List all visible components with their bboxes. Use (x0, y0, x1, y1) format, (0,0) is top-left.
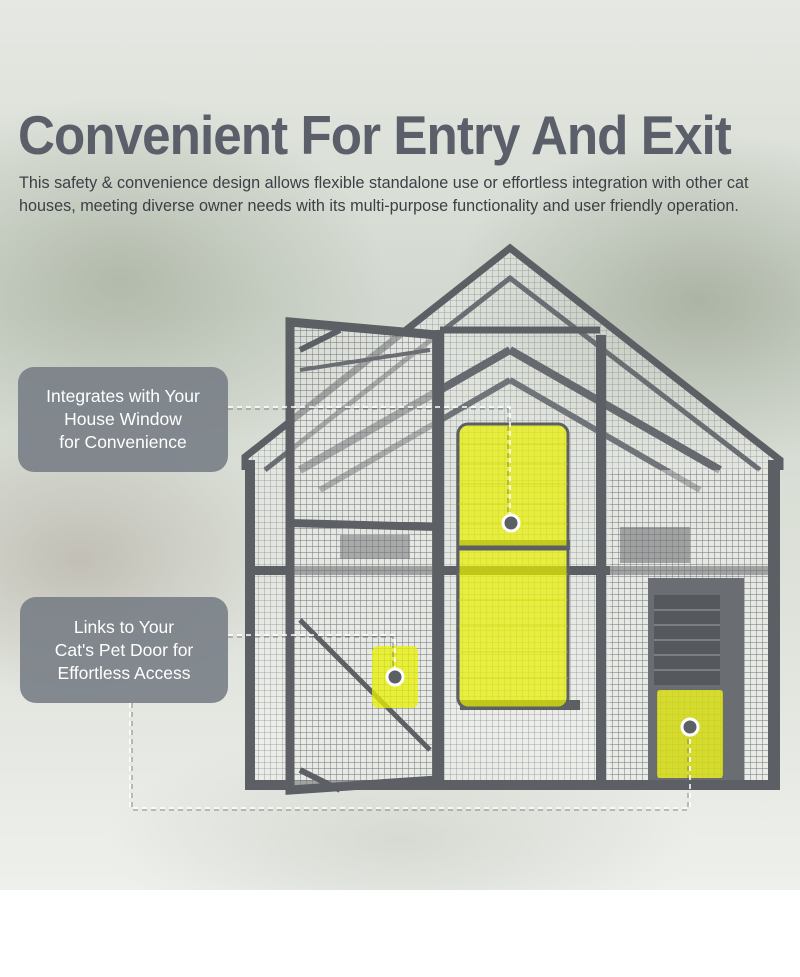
callout-line: Effortless Access (57, 662, 191, 683)
window-highlight (456, 422, 570, 710)
marker-dot-right-door (680, 717, 700, 737)
marker-dot-left-door (385, 667, 405, 687)
callout-window-integration: Integrates with Your House Window for Co… (18, 367, 228, 472)
marker-dot-window (501, 513, 521, 533)
callout-line: for Convenience (59, 432, 187, 452)
page-headline: Convenient For Entry And Exit (18, 104, 732, 166)
callout-line: Integrates with Your (46, 386, 200, 406)
callout-pet-door-link: Links to Your Cat's Pet Door for Effortl… (20, 597, 228, 703)
callout-line: House Window (64, 409, 182, 429)
callout-line: Links to Your (73, 616, 175, 637)
open-front-door (285, 317, 442, 795)
description-text: This safety & convenience design allows … (19, 174, 749, 215)
callout-line: Cat's Pet Door for (54, 639, 194, 660)
callout-connector-lines (129, 406, 691, 809)
